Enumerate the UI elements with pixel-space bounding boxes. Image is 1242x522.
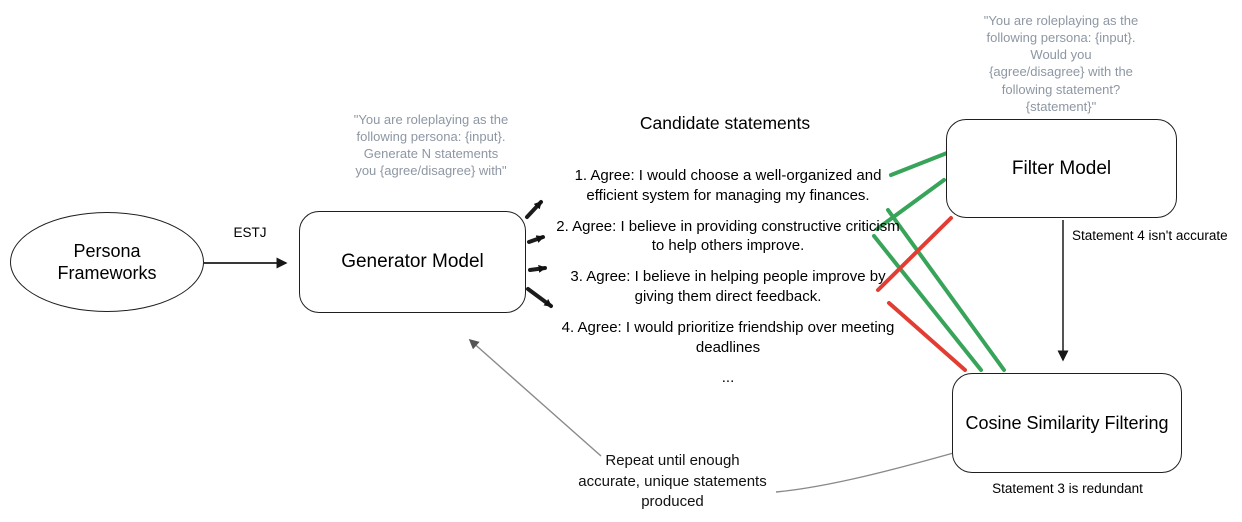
generator-model-node: Generator Model	[299, 211, 526, 313]
persona-frameworks-node: Persona Frameworks	[10, 212, 204, 312]
generator-output-tick-2	[527, 235, 545, 244]
estj-edge-label: ESTJ	[233, 225, 267, 240]
persona-frameworks-label: Persona Frameworks	[57, 240, 157, 284]
candidate-statements-list: 1. Agree: I would choose a well-organize…	[552, 166, 904, 399]
candidate-statement-1: 1. Agree: I would choose a well-organize…	[574, 167, 882, 204]
filter-result-note: Statement 4 isn't accurate	[1072, 228, 1228, 243]
generator-prompt-text: "You are roleplaying as the following pe…	[353, 112, 509, 179]
candidate-statement-4: 4. Agree: I would prioritize friendship …	[561, 318, 895, 356]
pass-line-stmt1-to-cosine	[886, 208, 1006, 372]
candidate-statements-title: Candidate statements	[639, 113, 811, 133]
cosine-to-note-connector	[775, 451, 958, 493]
generator-output-tick-3	[528, 264, 547, 273]
repeat-loop-note: Repeat until enough accurate, unique sta…	[578, 452, 767, 511]
filter-prompt-text: "You are roleplaying as the following pe…	[983, 13, 1139, 114]
filter-model-label: Filter Model	[1011, 157, 1112, 179]
filter-model-node: Filter Model	[946, 119, 1177, 218]
cosine-result-note: Statement 3 is redundant	[992, 481, 1143, 496]
candidate-statements-ellipsis: ...	[721, 369, 735, 387]
candidate-statement-3: 3. Agree: I believe in helping people im…	[570, 268, 886, 305]
generator-output-tick-4	[526, 287, 553, 308]
cosine-similarity-filtering-label: Cosine Similarity Filtering	[965, 412, 1169, 433]
generator-output-tick-1	[525, 200, 543, 219]
candidate-statement-2: 2. Agree: I believe in providing constru…	[556, 217, 900, 255]
generator-model-label: Generator Model	[341, 251, 484, 272]
cosine-similarity-filtering-node: Cosine Similarity Filtering	[952, 373, 1182, 473]
